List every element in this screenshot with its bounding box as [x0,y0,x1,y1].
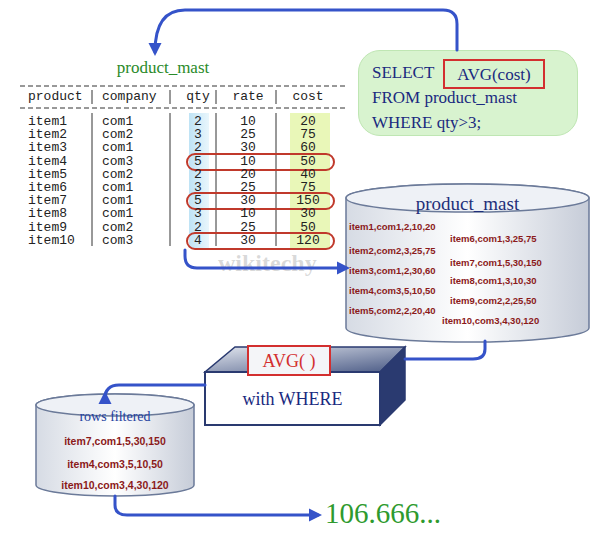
table-cell: 3 [194,181,202,195]
column-highlight [290,113,330,248]
data-row: item3,com1,2,30,60 [349,266,436,277]
table-cell: 2 [194,115,202,129]
database-cylinder: rows filtered item7,com1,5,30,150 item4,co… [35,393,195,497]
data-row: item7,com1,5,30,150 [450,258,542,269]
table-cell: com3 [102,155,133,169]
sql-text: WHERE qty>3; [372,113,481,133]
dashed-rule [20,86,348,87]
table-header-cell: qty [186,90,209,104]
result-text: 106.666... [318,495,458,535]
table-cell: item6 [28,181,67,195]
table-cell: item1 [28,115,67,129]
table-cell: 60 [300,141,316,155]
table-cell: 25 [240,181,256,195]
table-cell: com1 [102,194,133,208]
table-cell: item4 [28,155,67,169]
row-highlight [187,233,334,249]
table-cell: 25 [240,128,256,142]
data-row: item10,com3,4,30,120 [35,479,195,491]
column-separators [92,90,276,246]
table-block: product_mast [18,50,353,250]
table-cell: com3 [102,234,133,248]
column-highlight [189,113,209,248]
table-cell: 3 [194,207,202,221]
table-cell: com1 [102,181,133,195]
table-cell: 5 [194,194,202,208]
table-cell: 10 [240,207,256,221]
table-cell: item7 [28,194,67,208]
database-cylinder: product_mast item1,com1,2,10,20 item6,com1… [345,183,590,343]
table-cell: 120 [296,234,319,248]
table-cell: com1 [102,207,133,221]
table-cell: 40 [300,168,316,182]
table-header-cell: rate [232,90,263,104]
table-header-cell: product [28,90,83,104]
table-cell: com1 [102,115,133,129]
table-cell: 25 [240,221,256,235]
sql-text: FROM product_mast [372,88,517,108]
table-cell: item5 [28,168,67,182]
table-cell: item3 [28,141,67,155]
table-cell: 30 [240,234,256,248]
table-header-cell: company [102,90,157,104]
flow-arrow [115,496,318,515]
data-row: item6,com1,3,25,75 [450,234,537,245]
data-row: item1,com1,2,10,20 [349,222,436,233]
table-cell: item10 [28,234,75,248]
sql-text: SELECT [372,63,434,83]
data-row: item10,com3,4,30,120 [442,316,539,327]
flow-arrow [105,385,205,399]
flow-arrow [185,250,346,268]
highlight-box: AVG( ) [247,345,331,376]
watermark: wikitechy [218,250,317,278]
table-cell: 10 [240,155,256,169]
table-cell: 30 [300,207,316,221]
table-cell: 50 [300,155,316,169]
dashed-rule [20,108,348,109]
flow-arrow [405,341,485,359]
data-row: item8,com1,3,10,30 [450,276,537,287]
function-label: AVG( ) [249,351,329,372]
table-cell: 30 [240,141,256,155]
data-row: item9,com2,2,25,50 [450,296,537,307]
table-cell: 10 [240,115,256,129]
table-cell: 75 [300,128,316,142]
flow-arrow [155,10,457,52]
table-cell: item9 [28,221,67,235]
table-cell: com2 [102,128,133,142]
process-box: with WHERE AVG( ) [205,345,405,427]
table-cell: 2 [194,141,202,155]
highlight-box: AVG(cost) [443,59,545,89]
table-cell: item2 [28,128,67,142]
table-cell: com2 [102,221,133,235]
table-cell: com2 [102,168,133,182]
table-cell: 2 [194,168,202,182]
table-header-cell: cost [292,90,323,104]
table-cell: com1 [102,141,133,155]
function-label: AVG(cost) [445,65,543,85]
data-row: item4,com3,5,10,50 [35,458,195,470]
data-row: item4,com3,5,10,50 [349,286,436,297]
table-cell: item8 [28,207,67,221]
table-cell: 150 [296,194,319,208]
box-label: with WHERE [205,389,380,410]
data-row: item5,com2,2,20,40 [349,306,436,317]
database-title: product_mast [345,193,590,215]
table-cell: 75 [300,181,316,195]
table-cell: 20 [240,168,256,182]
table-title: product_mast [18,58,308,78]
table-cell: 50 [300,221,316,235]
table-cell: 5 [194,155,202,169]
table-cell: 2 [194,221,202,235]
database-title: rows filtered [35,409,195,425]
table-cell: 4 [194,234,202,248]
table-cell: 20 [300,115,316,129]
table-cell: 3 [194,128,202,142]
query-box: SELECT FROM product_mastWHERE qty>3; AVG(c… [358,50,578,136]
data-row: item7,com1,5,30,150 [35,435,195,447]
table-cell: 30 [240,194,256,208]
data-row: item2,com2,3,25,75 [349,246,436,257]
result-value: 106.666... [325,497,441,530]
